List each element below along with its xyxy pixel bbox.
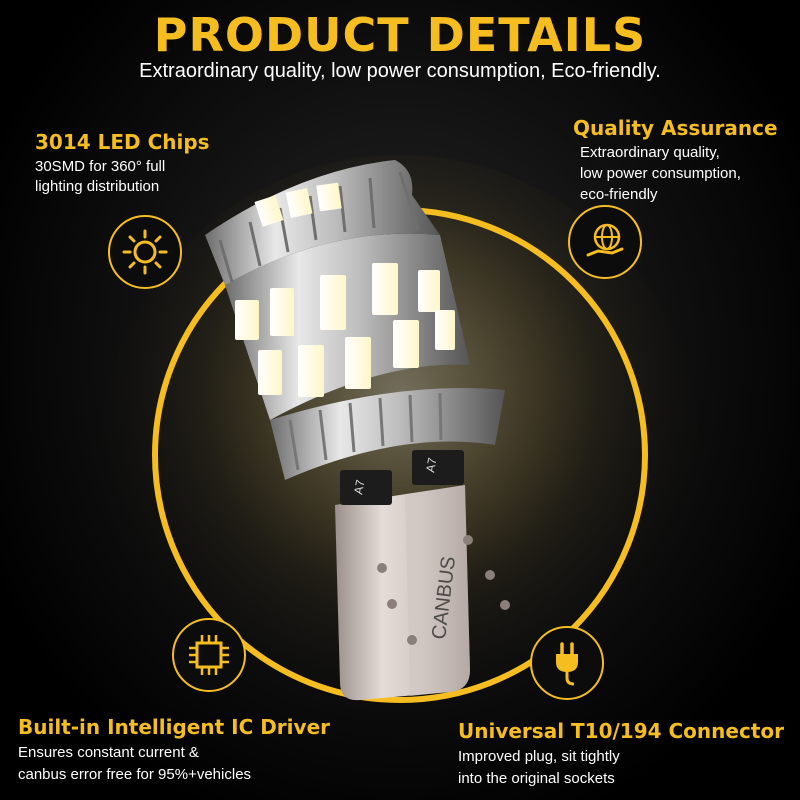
feature-quality-line-2: low power consumption, — [580, 165, 741, 182]
feature-quality-title: Quality Assurance — [573, 116, 778, 140]
page-subtitle: Extraordinary quality, low power consump… — [139, 60, 661, 82]
page-title: PRODUCT DETAILS — [153, 8, 647, 62]
chip-marking-left: A7 — [351, 478, 367, 495]
feature-quality-line-3: eco-friendly — [580, 186, 658, 203]
feature-ic-driver-line-2: canbus error free for 95%+vehicles — [18, 766, 252, 783]
feature-led-chips-line-1: 30SMD for 360° full — [35, 158, 166, 175]
plug-icon — [530, 626, 604, 700]
feature-led-chips-line-2: lighting distribution — [35, 178, 160, 195]
feature-led-chips-title: 3014 LED Chips — [35, 130, 210, 154]
globe-hand-icon — [568, 205, 642, 279]
chip-marking-right: A7 — [423, 456, 439, 473]
feature-ic-driver-line-1: Ensures constant current & — [18, 744, 199, 761]
smd-chip-right — [412, 450, 464, 485]
smd-chip-left — [340, 470, 392, 505]
feature-connector-title: Universal T10/194 Connector — [458, 719, 784, 743]
chip-icon — [172, 618, 246, 692]
feature-quality-line-1: Extraordinary quality, — [580, 144, 720, 161]
sun-icon — [108, 215, 182, 289]
bulb-body — [225, 233, 470, 420]
feature-connector-line-2: into the original sockets — [458, 770, 615, 787]
feature-ic-driver-title: Built-in Intelligent IC Driver — [18, 715, 330, 739]
feature-connector-line-1: Improved plug, sit tightly — [458, 748, 620, 765]
